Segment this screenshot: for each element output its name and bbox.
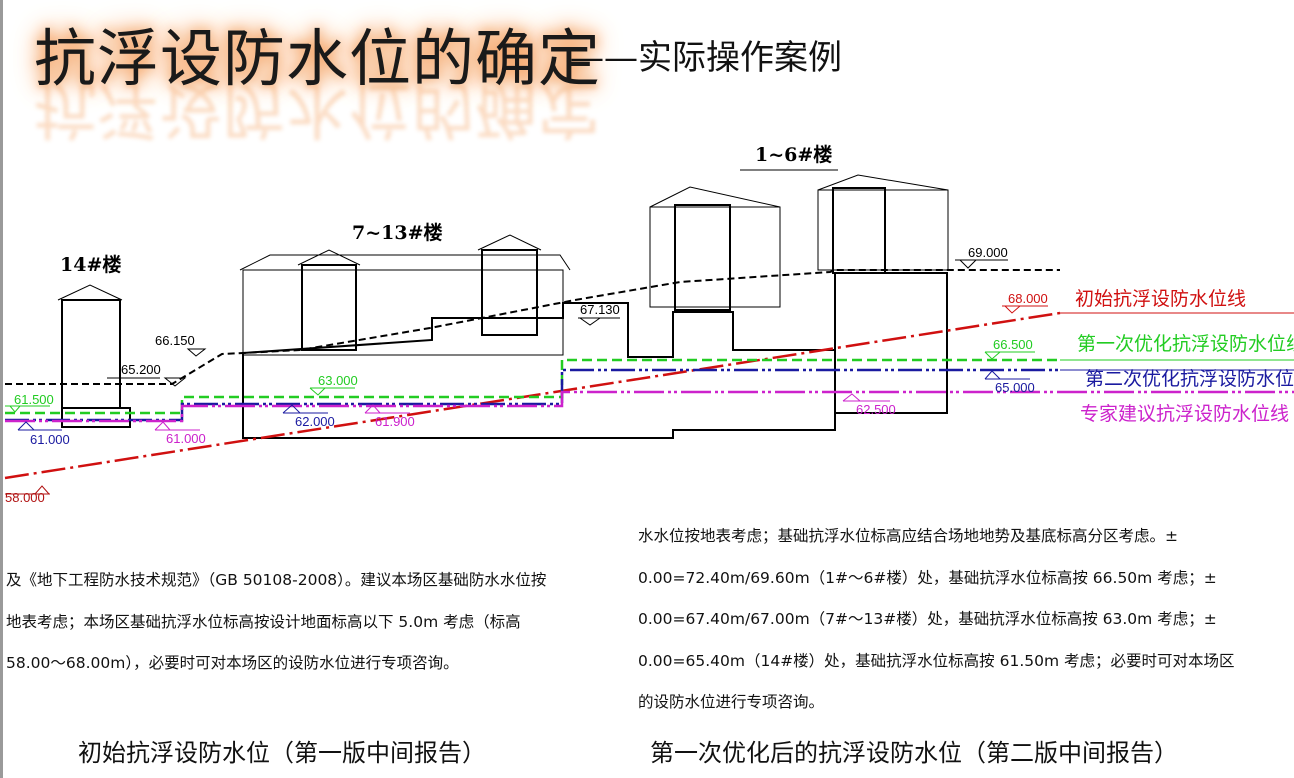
building-label-1-6: 1~6#楼 [755, 143, 832, 166]
elevation-label: 61.000 [30, 432, 70, 447]
text-line: 0.00=67.40m/67.00m（7#～13#楼）处，基础抗浮水位标高按 6… [638, 610, 1217, 628]
slide-subtitle: ——实际操作案例 [570, 38, 842, 78]
ground-line [5, 269, 1060, 385]
elevation-label: 63.000 [318, 373, 358, 388]
left-report-text: 及《地下工程防水技术规范》（GB 50108-2008）。建议本场区基础防水水位… [6, 560, 626, 685]
building-14 [57, 284, 131, 428]
red-water-line [4, 311, 1061, 480]
legend-blue-label: 第二次优化抗浮设防水位线 [1085, 368, 1294, 390]
text-line: 58.00～68.00m），必要时可对本场区的设防水位进行专项咨询。 [6, 654, 459, 672]
elevation-label: 62.500 [856, 402, 896, 417]
building-label-14: 14#楼 [60, 253, 121, 276]
elevation-label: 68.000 [1008, 291, 1048, 306]
elevation-label: 66.150 [155, 333, 195, 348]
text-line: 0.00=65.40m（14#楼）处，基础抗浮水位标高按 61.50m 考虑；必… [638, 651, 1235, 670]
elevation-label: 65.200 [121, 362, 161, 377]
text-line: 0.00=72.40m/69.60m（1#～6#楼）处，基础抗浮水位标高按 66… [638, 568, 1217, 587]
building-1-6 [649, 174, 949, 430]
slide-edge [0, 0, 3, 778]
caption-left: 初始抗浮设防水位（第一版中间报告） [78, 739, 486, 767]
legend-red-label: 初始抗浮设防水位线 [1075, 288, 1246, 310]
right-report-text: 水水位按地表考虑；基础抗浮水位标高应结合场地地势及基底标高分区考虑。± 0.00… [638, 516, 1294, 724]
elevation-label: 66.500 [993, 337, 1033, 352]
blue-water-line [5, 368, 1060, 422]
legend-green-label: 第一次优化抗浮设防水位线 [1077, 333, 1294, 355]
elevation-label: 62.000 [295, 414, 335, 429]
legend-magenta-label: 专家建议抗浮设防水位线 [1080, 403, 1289, 425]
elevation-label: 61.500 [14, 392, 54, 407]
green-water-line [5, 358, 1060, 415]
elevation-label: 61.000 [166, 431, 206, 446]
elevation-label: 61.900 [375, 414, 415, 429]
text-line: 的设防水位进行专项咨询。 [638, 693, 825, 711]
elevation-label: 69.000 [968, 245, 1008, 260]
building-label-7-13: 7~13#楼 [352, 221, 443, 244]
building-7-13 [239, 234, 836, 439]
elevation-label: 58.000 [5, 490, 45, 505]
section-diagram: 14#楼 7~13#楼 1~6#楼 65.200 66.150 67.130 6… [4, 143, 1294, 505]
text-line: 水水位按地表考虑；基础抗浮水位标高应结合场地地势及基底标高分区考虑。± [638, 527, 1178, 545]
elevation-label: 67.130 [580, 302, 620, 317]
slide-title: 抗浮设防水位的确定 [34, 22, 602, 95]
caption-right: 第一次优化后的抗浮设防水位（第二版中间报告） [650, 739, 1178, 767]
text-line: 地表考虑；本场区基础抗浮水位标高按设计地面标高以下 5.0m 考虑（标高 [6, 612, 521, 631]
text-line: 及《地下工程防水技术规范》（GB 50108-2008）。建议本场区基础防水水位… [6, 571, 547, 589]
elevation-label: 65.000 [995, 380, 1035, 395]
